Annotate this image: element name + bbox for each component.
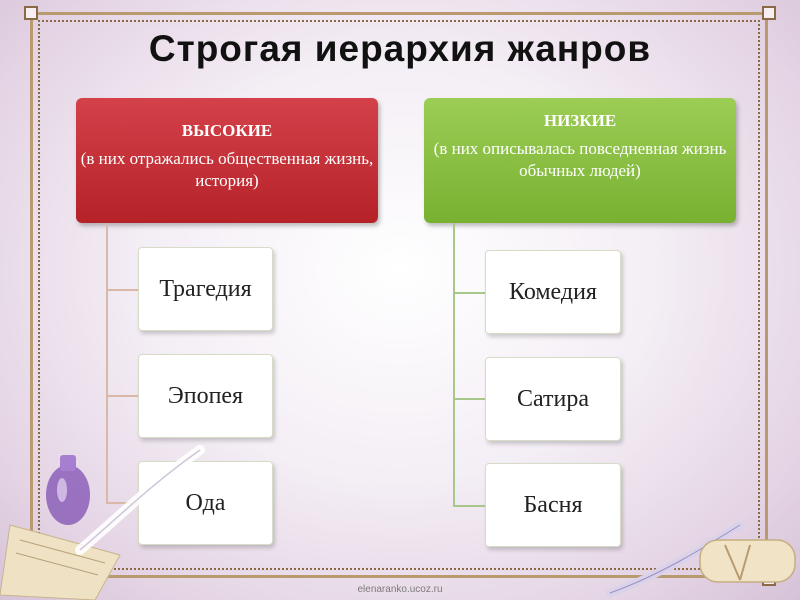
- footer-source: elenaranko.ucoz.ru: [357, 584, 443, 595]
- low-connector-branch: [453, 292, 485, 294]
- frame-corner: [24, 6, 38, 20]
- high-connector-branch: [106, 289, 138, 291]
- low-connector-vertical: [453, 223, 455, 507]
- genre-node-satire: Сатира: [485, 357, 621, 441]
- decorative-frame-outer: [30, 12, 768, 578]
- high-connector-vertical: [106, 223, 108, 504]
- page-title: Строгая иерархия жанров: [148, 28, 652, 69]
- scroll-decoration: [606, 521, 796, 597]
- genre-node-tragedy: Трагедия: [138, 247, 273, 331]
- high-connector-branch: [106, 502, 138, 504]
- high-genres-description: (в них отражались общественная жизнь, ис…: [80, 149, 374, 190]
- frame-corner: [762, 6, 776, 20]
- genre-node-epic: Эпопея: [138, 354, 273, 438]
- high-genres-header: ВЫСОКИЕ (в них отражались общественная ж…: [76, 98, 378, 223]
- decorative-frame-inner: [38, 20, 760, 570]
- high-connector-branch: [106, 395, 138, 397]
- genre-node-fable: Басня: [485, 463, 621, 547]
- low-connector-branch: [453, 505, 485, 507]
- low-genres-heading: НИЗКИЕ: [543, 111, 617, 130]
- high-genres-heading: ВЫСОКИЕ: [181, 121, 273, 140]
- genre-node-comedy: Комедия: [485, 250, 621, 334]
- quill-and-ink-decoration: [0, 445, 205, 600]
- low-genres-description: (в них описывалась повседневная жизнь об…: [433, 139, 727, 180]
- low-genres-header: НИЗКИЕ (в них описывалась повседневная ж…: [424, 98, 736, 223]
- low-connector-branch: [453, 398, 485, 400]
